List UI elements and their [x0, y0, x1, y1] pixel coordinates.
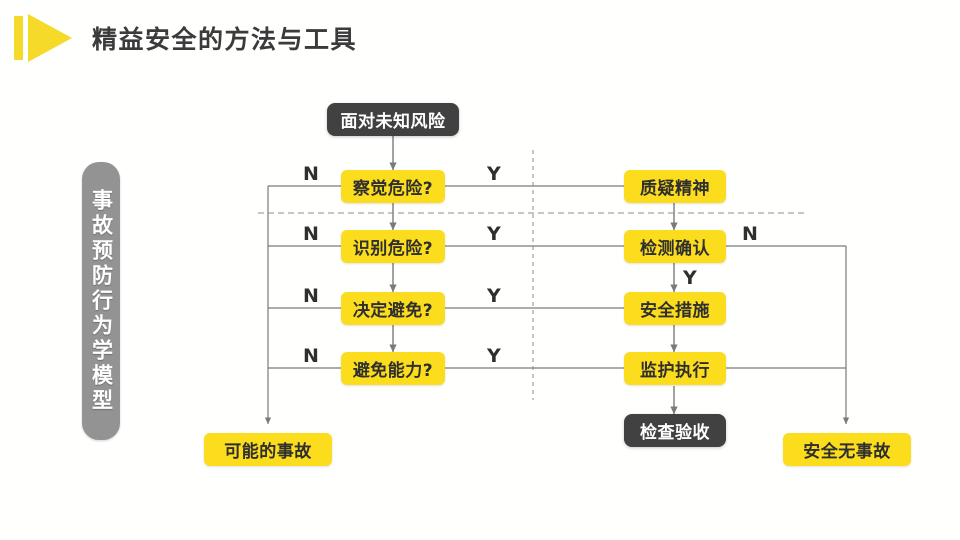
- node-verify[interactable]: 检查验收: [624, 414, 726, 447]
- node-decision-3-label: 决定避免?: [352, 301, 434, 321]
- node-action-3[interactable]: 安全措施: [624, 292, 726, 325]
- branch-label-yes-3: Y: [487, 285, 501, 307]
- branch-label-no-1: N: [303, 163, 319, 185]
- node-decision-2-label: 识别危险?: [352, 239, 434, 259]
- model-name-text: 事故预防行为学模型: [89, 188, 114, 414]
- branch-label-no-3: N: [303, 285, 319, 307]
- node-decision-1-label: 察觉危险?: [352, 179, 434, 199]
- node-action-1-label: 质疑精神: [640, 179, 710, 199]
- node-decision-2[interactable]: 识别危险?: [341, 230, 445, 263]
- node-outcome-safe[interactable]: 安全无事故: [783, 433, 911, 466]
- node-outcome-safe-label: 安全无事故: [803, 442, 891, 462]
- slide-header: 精益安全的方法与工具: [0, 0, 960, 76]
- branch-label-yes-1: Y: [487, 163, 501, 185]
- node-start-label: 面对未知风险: [340, 112, 446, 132]
- page-title: 精益安全的方法与工具: [92, 25, 358, 54]
- node-action-4-label: 监护执行: [640, 361, 710, 381]
- node-action-2[interactable]: 检测确认: [624, 230, 726, 263]
- node-outcome-accident[interactable]: 可能的事故: [204, 433, 332, 466]
- node-action-2-label: 检测确认: [640, 239, 710, 259]
- logo-triangle-shape: [28, 14, 72, 62]
- node-action-4[interactable]: 监护执行: [624, 352, 726, 385]
- branch-label-yes-4: Y: [487, 345, 501, 367]
- branch-label-verify-yes: Y: [683, 267, 697, 289]
- branch-label-no-2: N: [303, 223, 319, 245]
- node-outcome-accident-label: 可能的事故: [224, 442, 312, 462]
- branch-label-verify-no: N: [742, 223, 758, 245]
- node-decision-1[interactable]: 察觉危险?: [341, 170, 445, 203]
- node-decision-3[interactable]: 决定避免?: [341, 292, 445, 325]
- node-action-1[interactable]: 质疑精神: [624, 170, 726, 203]
- node-action-3-label: 安全措施: [640, 301, 710, 321]
- model-name-banner: 事故预防行为学模型: [82, 162, 120, 440]
- branch-label-no-4: N: [303, 345, 319, 367]
- node-start[interactable]: 面对未知风险: [327, 103, 459, 136]
- node-decision-4[interactable]: 避免能力?: [341, 352, 445, 385]
- node-verify-label: 检查验收: [640, 423, 710, 443]
- logo-bar-shape: [14, 16, 23, 60]
- node-decision-4-label: 避免能力?: [352, 361, 434, 381]
- play-triangle-icon: [14, 12, 86, 62]
- branch-label-yes-2: Y: [487, 223, 501, 245]
